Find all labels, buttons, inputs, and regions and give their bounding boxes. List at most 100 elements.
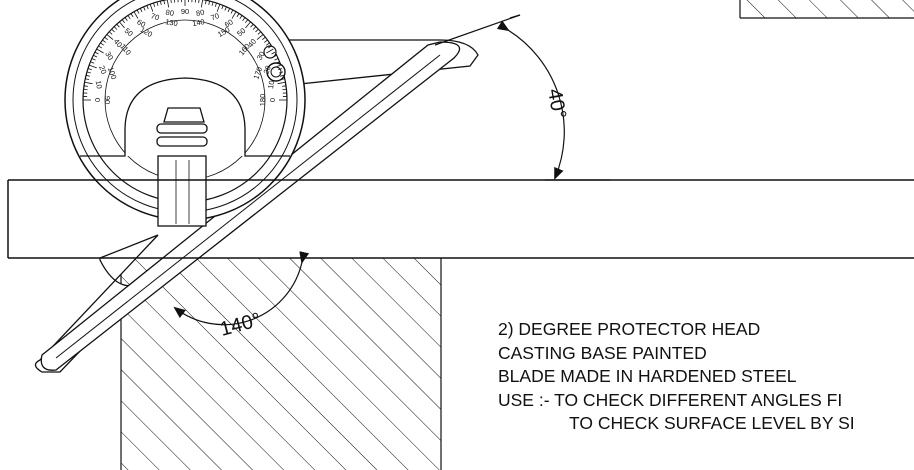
angle-reference	[173, 14, 610, 326]
dial-outer-label: 20	[262, 64, 273, 75]
dial-tick	[281, 85, 287, 87]
dial-tick	[279, 74, 285, 77]
dial-inner-label: 90	[103, 96, 112, 104]
dial-tick	[121, 19, 125, 24]
dial-tick	[256, 34, 264, 40]
dial-tick	[113, 26, 118, 30]
notes-block: 2) DEGREE PROTECTOR HEAD CASTING BASE PA…	[498, 318, 855, 436]
dial-tick	[242, 17, 246, 21]
dial-tick	[273, 64, 281, 69]
dial-outer-label: 0	[93, 98, 102, 102]
dial-inner-label: 180	[258, 94, 267, 107]
dial-tick	[170, 0, 172, 4]
dial-tick	[119, 21, 125, 29]
dial-tick	[104, 36, 109, 40]
dial-tick	[127, 15, 131, 19]
stock-bar	[7, 179, 914, 259]
dial-tick	[85, 78, 90, 81]
dial-tick	[239, 15, 243, 19]
dial-tick	[252, 26, 257, 30]
notes-line-3: USE :- TO CHECK DIFFERENT ANGLES FI	[498, 389, 843, 410]
dial-tick	[266, 48, 274, 54]
dial-tick	[91, 58, 96, 61]
dial-tick	[166, 0, 170, 8]
dial-tick	[208, 0, 211, 6]
notes-line-1: CASTING BASE PAINTED	[498, 342, 707, 363]
dial-tick	[257, 31, 262, 35]
dial-tick	[216, 4, 221, 12]
dial-tick	[200, 0, 204, 8]
dial-outer-label: 0	[268, 98, 277, 102]
dial-tick	[224, 6, 227, 11]
dial-tick	[87, 68, 92, 71]
dial-tick	[149, 4, 154, 12]
dial-tick	[96, 48, 104, 54]
dial-tick	[159, 0, 162, 6]
dial-inner-label: 140	[192, 17, 206, 28]
dial-tick	[261, 36, 266, 40]
notes-title: 2) DEGREE PROTECTOR HEAD	[498, 319, 761, 339]
dial-tick	[278, 68, 283, 71]
dial-outer-label: 80	[165, 8, 175, 18]
dial-inner-label: 170	[251, 66, 264, 81]
dial-tick	[111, 28, 115, 33]
dial-outer-label: 60	[223, 17, 235, 29]
dial-tick	[89, 64, 97, 69]
dial-tick	[130, 13, 134, 18]
dial-tick	[214, 2, 217, 7]
dial-tick	[227, 8, 231, 13]
dial-tick	[198, 0, 200, 4]
dial-outer-label: 10	[94, 80, 104, 90]
dial-outer-label: 10	[266, 80, 276, 90]
dial-tick	[143, 6, 146, 11]
dial-outer-label: 30	[255, 50, 267, 62]
notes-line-2: BLADE MADE IN HARDENED STEEL	[498, 366, 797, 386]
dial-tick	[271, 51, 276, 55]
dial-tick	[255, 28, 259, 33]
dial-tick	[108, 31, 113, 35]
dial-tick	[83, 85, 89, 87]
dial-tick	[280, 78, 285, 81]
dial-tick	[279, 71, 284, 74]
dial-tick	[211, 1, 214, 6]
dial-tick	[277, 81, 286, 85]
dial-tick	[272, 54, 277, 58]
dial-outer-label: 20	[97, 64, 108, 75]
dial-outer-label: 80	[195, 8, 205, 18]
dial-outer-label: 30	[103, 50, 115, 62]
dial-tick	[250, 23, 254, 28]
dial-tick	[146, 5, 149, 10]
dial-tick	[98, 45, 103, 49]
dial-tick	[139, 8, 143, 13]
dial-tick	[267, 45, 272, 49]
dial-tick	[153, 2, 156, 7]
dial-inner-body	[80, 77, 290, 227]
dial-tick	[204, 0, 207, 5]
upper-hatched-block	[739, 0, 914, 19]
notes-line-4: TO CHECK SURFACE LEVEL BY SI	[569, 413, 855, 433]
dial-tick	[84, 81, 93, 85]
dial-tick	[221, 5, 224, 10]
dial-tick	[245, 21, 251, 29]
dial-tick	[133, 11, 139, 19]
dial-tick	[86, 71, 91, 74]
dial-tick	[275, 61, 280, 64]
dial-inner-label: 100	[106, 66, 119, 81]
dial-tick	[231, 11, 237, 19]
dial-outer-label: 70	[209, 11, 220, 22]
dial-tick	[230, 9, 234, 14]
dial-tick	[266, 42, 270, 46]
dial-tick	[156, 1, 159, 6]
dial-tick	[163, 0, 166, 5]
protractor-blade	[40, 41, 461, 371]
dial-tick	[116, 23, 120, 28]
dial-outer-label: 90	[181, 7, 189, 16]
dial-tick	[245, 19, 249, 24]
dial-scale	[83, 0, 287, 101]
dial-tick	[264, 39, 268, 43]
dial-tick	[93, 54, 98, 58]
dial-inner-label: 130	[165, 17, 179, 28]
dial-tick	[85, 74, 91, 77]
dial-outer-label: 60	[135, 17, 147, 29]
